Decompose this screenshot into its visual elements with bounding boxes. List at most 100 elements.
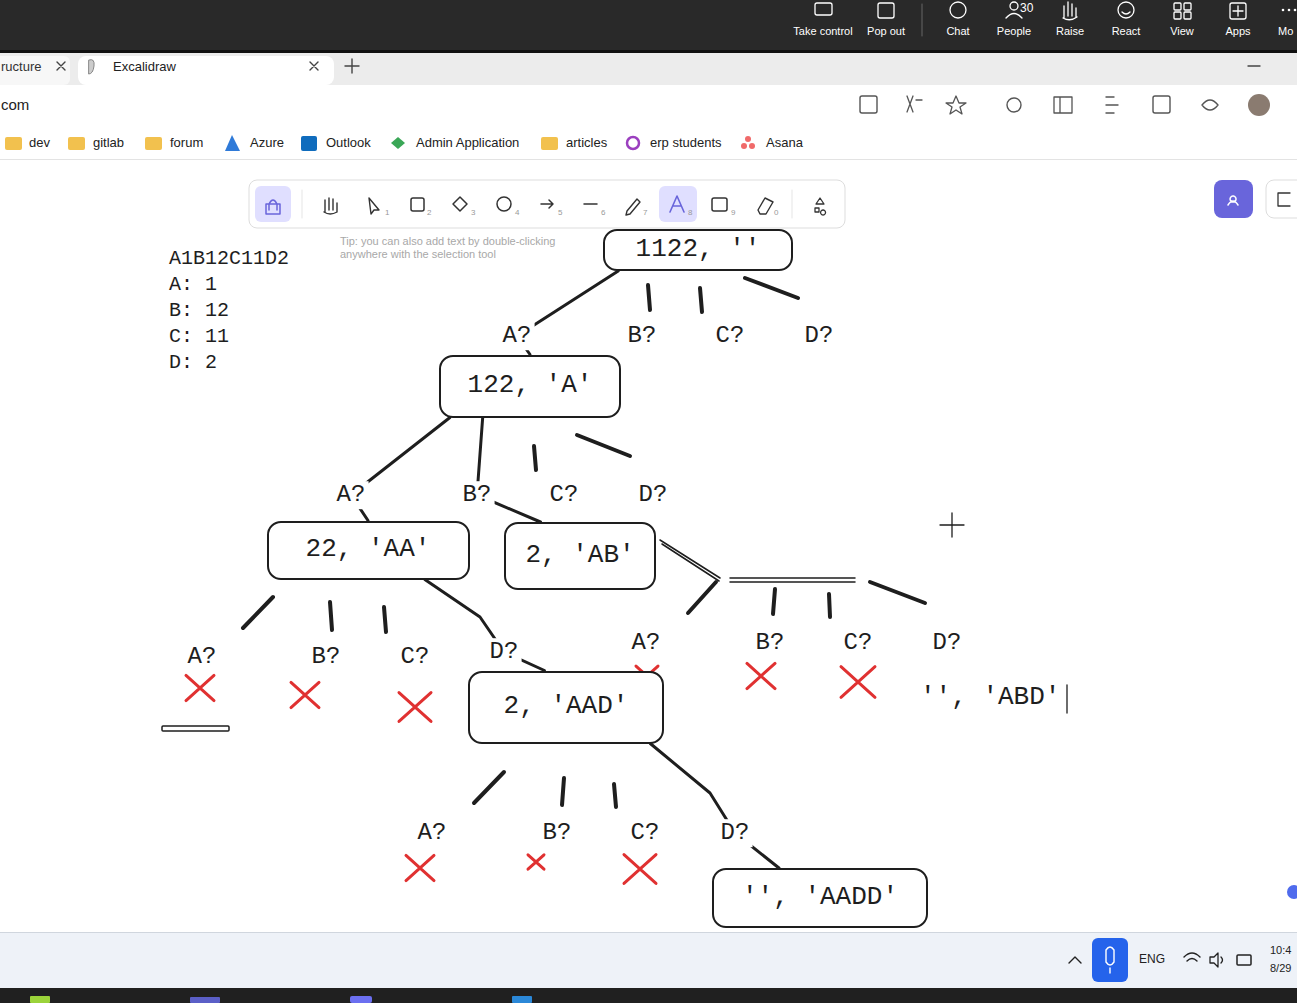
tree-label: A?	[632, 629, 661, 657]
view-icon	[1184, 3, 1191, 10]
tree-label: ENG	[1139, 953, 1165, 967]
collections-icon	[1153, 96, 1170, 113]
people-icon	[1010, 2, 1018, 10]
library-icon	[1278, 193, 1290, 206]
asana-dot	[741, 143, 747, 149]
cross-mark	[624, 855, 656, 884]
teams-bar-edge	[0, 50, 1297, 53]
favorites-icon	[1106, 97, 1118, 113]
library-button	[1266, 180, 1297, 218]
tree-label: B?	[312, 643, 341, 671]
text-tool-button	[659, 186, 697, 222]
state-box: 22, 'AA'	[267, 521, 470, 580]
taskbar-edge	[0, 932, 1297, 933]
minimize	[1248, 65, 1260, 66]
branch-stroke	[614, 784, 616, 807]
ui-label: Mo	[1278, 25, 1293, 38]
cross-mark	[528, 855, 544, 869]
apps-plus	[1233, 6, 1243, 16]
state-text: 1122, ''	[636, 235, 761, 265]
ui-label: People	[997, 25, 1031, 38]
tab-close	[310, 62, 318, 70]
branch-stroke	[745, 278, 798, 298]
address-row	[0, 85, 1297, 160]
diamond-tool-icon	[453, 197, 467, 211]
admin-icon	[391, 137, 405, 149]
ui-label: View	[1170, 25, 1194, 38]
react-icon	[1118, 2, 1134, 18]
branch-label: D?	[487, 638, 522, 666]
tree-label: C?	[550, 481, 579, 509]
ui-label: ructure	[1, 60, 41, 75]
image-tool-icon	[712, 198, 727, 211]
view-icon	[1184, 12, 1191, 19]
branch-stroke	[474, 772, 504, 803]
draw-tool-icon	[626, 199, 640, 215]
underline-mark	[162, 726, 229, 731]
excalidraw-toolbar	[249, 180, 845, 228]
canvas	[0, 160, 1297, 932]
branch-stroke	[384, 607, 386, 632]
tree-label: B?	[756, 629, 785, 657]
tab-favicon	[89, 60, 94, 74]
branch-label: A?	[334, 481, 369, 509]
ui-label: 5	[558, 208, 562, 217]
ui-label: 30	[1020, 2, 1033, 16]
chat-icon	[950, 2, 966, 18]
ui-label: Apps	[1225, 25, 1250, 38]
eraser-tool-icon	[758, 198, 773, 214]
ui-label: forum	[170, 136, 203, 151]
ui-label: com	[1, 96, 29, 113]
folder-icon	[68, 137, 85, 150]
branch-stroke	[648, 285, 650, 310]
ui-label: dev	[29, 136, 50, 151]
more-dot	[1294, 9, 1297, 12]
lock-icon	[266, 200, 280, 214]
ui-label: 2	[427, 208, 431, 217]
tree-label: A1B12C11D2	[169, 247, 289, 270]
ui-label: React	[1112, 25, 1141, 38]
ui-label: articles	[566, 136, 607, 151]
taskbar	[0, 932, 1297, 988]
ui-label: 7	[643, 208, 647, 217]
tree-label: D?	[933, 629, 962, 657]
tree-label: A?	[188, 643, 217, 671]
branch-stroke	[870, 582, 925, 603]
state-box: 1122, ''	[603, 229, 793, 271]
branch-stroke	[730, 578, 855, 582]
folder-icon	[5, 137, 22, 150]
ui-label: 6	[601, 208, 605, 217]
branch-stroke	[773, 589, 775, 614]
state-box: '', 'AADD'	[712, 868, 928, 928]
ui-label: erp students	[650, 136, 722, 151]
side-button	[1287, 885, 1297, 899]
hint-text: Tip: you can also add text by double-cli…	[340, 235, 592, 260]
erp-icon	[627, 137, 639, 149]
state-text: '', 'AADD'	[742, 883, 898, 913]
rectangle-tool-icon	[411, 198, 424, 211]
tab-strip	[0, 53, 1297, 85]
raise-icon	[1063, 2, 1077, 20]
tree-label: C?	[631, 819, 660, 847]
line-tool-icon	[584, 203, 597, 205]
asana-dot	[749, 143, 755, 149]
branch-stroke	[577, 435, 630, 456]
folder-icon	[145, 137, 162, 150]
state-box: 2, 'AB'	[504, 522, 656, 590]
lock-button	[255, 186, 291, 222]
branch-label: B?	[460, 481, 495, 509]
azure-icon	[225, 135, 240, 151]
active-tab	[78, 56, 334, 85]
browser-tab	[0, 56, 70, 85]
read-aloud-icon	[907, 96, 922, 112]
tray-chevron	[1069, 957, 1081, 963]
ui-label: Raise	[1056, 25, 1084, 38]
more-tools-icon	[815, 198, 826, 215]
ui-label: 8	[688, 208, 692, 217]
tree-label: D?	[805, 322, 834, 350]
ui-label: Pop out	[867, 25, 905, 38]
teams-separator	[922, 4, 923, 36]
arrow-tool-icon	[541, 200, 553, 208]
